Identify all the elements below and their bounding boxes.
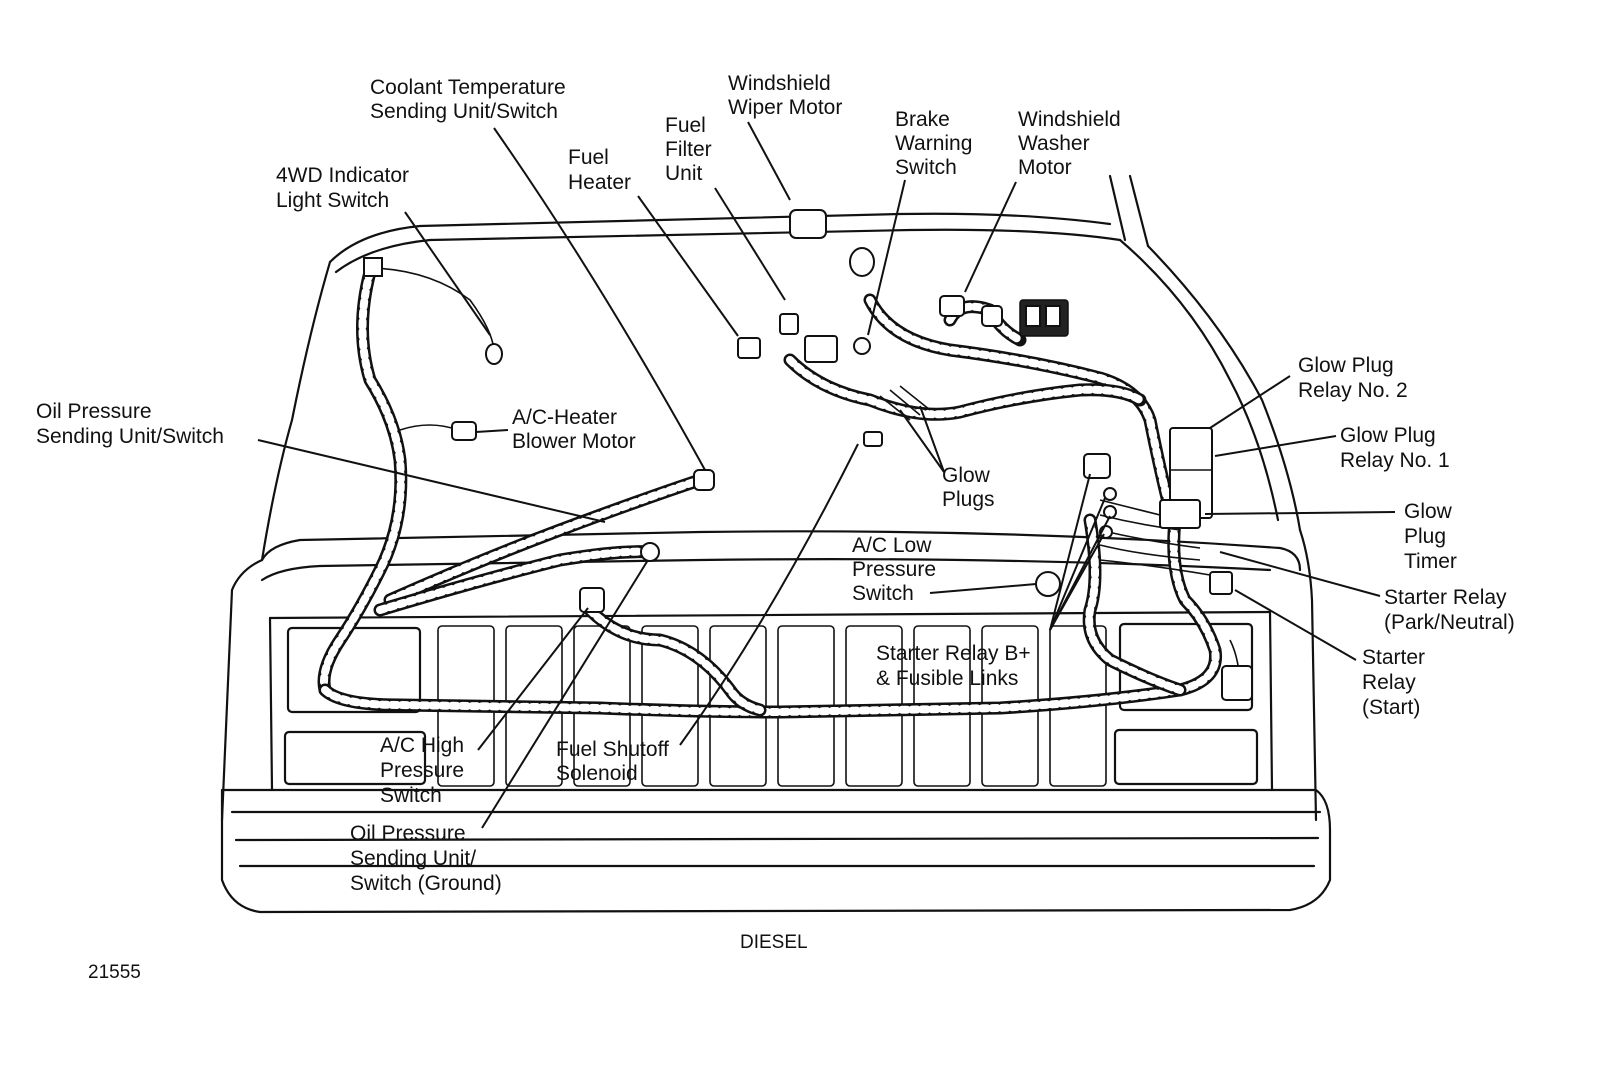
label-starter-relay-bplus-line1: Starter Relay B+ xyxy=(876,642,1031,665)
label-glow-plug-relay1-line2: Relay No. 1 xyxy=(1340,449,1450,472)
label-fuel-shutoff-line2: Solenoid xyxy=(556,762,638,785)
washer-connector-icon xyxy=(981,305,1003,327)
ac-low-pressure-switch-icon xyxy=(1035,571,1061,597)
fuse-slot-icon xyxy=(1025,305,1041,327)
label-wiper-motor-line2: Wiper Motor xyxy=(728,96,842,119)
components xyxy=(363,209,1253,701)
wiring-harness xyxy=(317,265,1241,719)
starter-relay-pn-icon xyxy=(1209,571,1233,595)
label-ac-low-pressure-line1: A/C Low xyxy=(852,534,932,557)
label-brake-warning-line2: Warning xyxy=(895,132,972,155)
label-4wd-indicator-line1: 4WD Indicator xyxy=(276,164,409,187)
label-4wd-indicator-line2: Light Switch xyxy=(276,189,389,212)
label-glow-plug-timer-line2: Plug xyxy=(1404,525,1446,548)
label-brake-warning-line1: Brake xyxy=(895,108,950,131)
label-coolant-temp-line1: Coolant Temperature xyxy=(370,76,566,99)
label-washer-motor-line3: Motor xyxy=(1018,156,1072,179)
label-glow-plug-relay1-line1: Glow Plug xyxy=(1340,424,1436,447)
label-washer-motor-line1: Windshield xyxy=(1018,108,1121,131)
label-starter-relay-start-line2: Relay xyxy=(1362,671,1416,694)
label-oil-pressure-ground-line3: Switch (Ground) xyxy=(350,872,502,895)
label-ac-heater-blower-line1: A/C-Heater xyxy=(512,406,617,429)
fuse-slot-icon xyxy=(1045,305,1061,327)
label-ac-low-pressure-line3: Switch xyxy=(852,582,914,605)
label-glow-plug-timer-line1: Glow xyxy=(1404,500,1453,523)
label-oil-pressure-line2: Sending Unit/Switch xyxy=(36,425,224,448)
label-glow-plug-relay2-line2: Relay No. 2 xyxy=(1298,379,1408,402)
label-washer-motor-line2: Washer xyxy=(1018,132,1090,155)
label-oil-pressure-ground-line1: Oil Pressure xyxy=(350,822,466,845)
leader-lines xyxy=(257,121,1396,829)
label-wiper-motor-line1: Windshield xyxy=(728,72,831,95)
label-coolant-temp-line2: Sending Unit/Switch xyxy=(370,100,558,123)
label-ac-heater-blower-line2: Blower Motor xyxy=(512,430,636,453)
label-fuel-heater-line1: Fuel xyxy=(568,146,609,169)
ac-high-pressure-switch-icon xyxy=(579,587,605,613)
coolant-sensor-icon xyxy=(693,469,715,491)
figure-number: 21555 xyxy=(88,962,141,983)
4wd-switch-icon xyxy=(485,343,503,365)
label-ac-high-pressure-line2: Pressure xyxy=(380,759,464,782)
label-glow-plugs-line2: Plugs xyxy=(942,488,995,511)
label-oil-pressure-line1: Oil Pressure xyxy=(36,400,152,423)
label-starter-relay-start-line3: (Start) xyxy=(1362,696,1420,719)
label-glow-plug-timer-line3: Timer xyxy=(1404,550,1457,573)
label-fuel-filter-line1: Fuel xyxy=(665,114,706,137)
label-starter-relay-pn-line1: Starter Relay xyxy=(1384,586,1507,609)
fuel-filter-connector-icon xyxy=(779,313,799,335)
starter-relay-start-icon xyxy=(1221,665,1253,701)
label-oil-pressure-ground-line2: Sending Unit/ xyxy=(350,847,476,870)
label-starter-relay-start-line1: Starter xyxy=(1362,646,1425,669)
brake-warning-switch-icon xyxy=(853,337,871,355)
label-fuel-shutoff-line1: Fuel Shutoff xyxy=(556,738,669,761)
label-brake-warning-line3: Switch xyxy=(895,156,957,179)
washer-motor-icon xyxy=(939,295,965,317)
fusible-link-icon xyxy=(1103,487,1117,501)
starter-relay-bplus-icon xyxy=(1083,453,1111,479)
fuel-heater-connector-icon xyxy=(737,337,761,359)
diagram-caption: DIESEL xyxy=(740,932,808,953)
label-ac-low-pressure-line2: Pressure xyxy=(852,558,936,581)
label-starter-relay-pn-line2: (Park/Neutral) xyxy=(1384,611,1515,634)
label-fuel-heater-line2: Heater xyxy=(568,171,631,194)
glow-plug-connector-icon xyxy=(863,431,883,447)
wiper-motor-icon xyxy=(789,209,827,239)
fuel-filter-unit-icon xyxy=(804,335,838,363)
wiper-grommet-icon xyxy=(849,247,875,277)
oil-pressure-switch-icon xyxy=(640,542,660,562)
label-glow-plugs-line1: Glow xyxy=(942,464,991,487)
label-ac-high-pressure-line3: Switch xyxy=(380,784,442,807)
label-fuel-filter-line3: Unit xyxy=(665,162,703,185)
label-fuel-filter-line2: Filter xyxy=(665,138,712,161)
label-ac-high-pressure-line1: A/C High xyxy=(380,734,464,757)
glow-plug-timer-icon xyxy=(1159,499,1201,529)
label-starter-relay-bplus-line2: & Fusible Links xyxy=(876,667,1018,690)
blower-connector-icon xyxy=(451,421,477,441)
label-glow-plug-relay2-line1: Glow Plug xyxy=(1298,354,1394,377)
4wd-connector-icon xyxy=(363,257,383,277)
callout-labels: Coolant Temperature Sending Unit/Switch … xyxy=(36,72,1515,983)
